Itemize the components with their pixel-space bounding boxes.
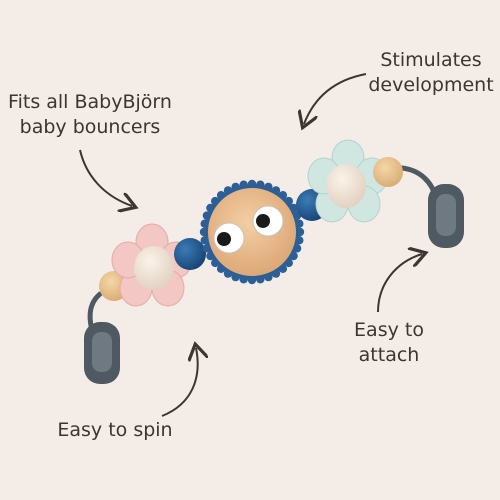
disc-scallop [289, 251, 298, 261]
callout-stimulates-development: Stimulates development [362, 48, 500, 98]
disc-scallop [200, 236, 209, 245]
right-clip [399, 165, 464, 248]
disc-scallop [292, 244, 302, 253]
disc-scallop [231, 272, 240, 282]
disc-scallop [295, 219, 304, 228]
disc-scallop [264, 272, 273, 282]
callout-fits-line2: baby bouncers [19, 116, 161, 138]
pink-flower [111, 223, 193, 307]
disc-scallop [271, 186, 281, 195]
disc-scallop [289, 203, 298, 213]
eye-right [252, 205, 284, 237]
callout-stimulates-line2: development [368, 74, 494, 96]
callout-attach-line1: Easy to [354, 319, 424, 341]
disc-scallop [211, 258, 220, 268]
disc-scallop [200, 219, 209, 228]
spinning-wood-disc [199, 179, 305, 285]
disc-scallop [284, 196, 293, 206]
disc-scallop [206, 203, 215, 213]
arrow-attach [377, 254, 422, 313]
disc-scallop [231, 182, 240, 192]
callout-fits-bouncers: Fits all BabyBjörn baby bouncers [2, 90, 178, 140]
arrow-stimulates [304, 73, 367, 124]
arrow-spin [161, 348, 198, 417]
disc-scallop [295, 227, 305, 237]
disc-scallop [247, 179, 257, 189]
disc-scallop [211, 196, 220, 206]
disc-scallop [202, 211, 212, 220]
disc-scallop [239, 275, 248, 284]
disc-scallop [206, 251, 215, 261]
disc-scallop [216, 264, 226, 273]
arrow-fits [79, 149, 132, 206]
disc-scallop [256, 180, 265, 189]
disc-scallop [223, 186, 233, 195]
left-clip [84, 291, 120, 384]
disc-scallop [278, 191, 288, 200]
callout-stimulates-line1: Stimulates [380, 49, 482, 71]
disc-scallop [199, 227, 209, 237]
disc-scallop [278, 264, 288, 273]
disc-scallop [247, 275, 257, 285]
disc-scallop [256, 275, 265, 284]
eye-left [213, 222, 245, 254]
disc-scallop [271, 269, 281, 278]
disc-scallop [202, 244, 212, 253]
tan-bead-right [373, 157, 403, 187]
callout-spin-text: Easy to spin [57, 419, 173, 441]
disc-scallop [216, 191, 226, 200]
disc-scallop [223, 269, 233, 278]
disc-scallop [264, 182, 273, 192]
callout-attach-line2: attach [358, 344, 420, 366]
disc-scallop [284, 258, 293, 268]
callout-easy-to-spin: Easy to spin [50, 418, 180, 443]
navy-bead-left [174, 238, 206, 270]
disc-scallop [239, 180, 248, 189]
disc-scallop [295, 236, 304, 245]
callout-easy-to-attach: Easy to attach [346, 318, 432, 368]
callout-fits-line1: Fits all BabyBjörn [8, 91, 172, 113]
